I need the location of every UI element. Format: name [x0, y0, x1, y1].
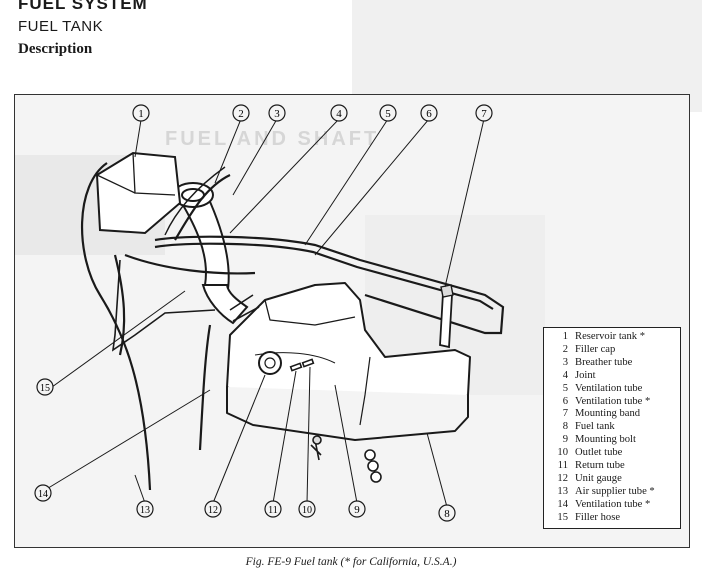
callout-12: 12: [204, 500, 222, 518]
faded-background-text: [352, 0, 702, 112]
callout-4: 4: [330, 104, 348, 122]
svg-text:15: 15: [40, 383, 50, 394]
callout-14: 14: [34, 484, 52, 502]
svg-text:6: 6: [426, 108, 432, 120]
watermark-text: FUEL AND SHAFT: [165, 128, 379, 150]
reservoir-tank: [95, 151, 182, 235]
callout-3: 3: [268, 104, 286, 122]
svg-text:12: 12: [208, 505, 218, 516]
callout-11: 11: [264, 500, 282, 518]
description-heading: Description: [18, 41, 93, 57]
svg-text:5: 5: [385, 108, 391, 120]
callout-1: 1: [132, 104, 150, 122]
leader-lines: [44, 118, 485, 508]
svg-text:3: 3: [274, 108, 280, 120]
tube-stubs: [289, 358, 315, 372]
callout-markers: 1 2 3 4 5 6 7 15 14 13 12 11: [34, 104, 493, 522]
svg-text:10: 10: [302, 505, 312, 516]
svg-text:2: 2: [238, 108, 244, 120]
svg-text:13: 13: [140, 505, 150, 516]
svg-text:1: 1: [138, 108, 144, 120]
mounting-bolt-hardware: [310, 435, 382, 483]
svg-text:8: 8: [444, 508, 450, 520]
fuel-tank-figure: FUEL AND SHAFT: [14, 94, 690, 548]
callout-6: 6: [420, 104, 438, 122]
fuel-tank-diagram: FUEL AND SHAFT: [15, 104, 545, 522]
figure-caption: Fig. FE-9 Fuel tank (* for California, U…: [245, 556, 457, 568]
callout-15: 15: [36, 378, 54, 396]
section-title: FUEL SYSTEM: [18, 0, 148, 13]
svg-text:4: 4: [336, 108, 342, 120]
mounting-band: [439, 292, 453, 349]
subsection-title: FUEL TANK: [18, 18, 104, 35]
callout-7: 7: [475, 104, 493, 122]
unit-gauge: [258, 351, 282, 375]
callout-2: 2: [232, 104, 250, 122]
callout-9: 9: [348, 500, 366, 518]
filler-hose-assembly: [172, 182, 260, 325]
ventilation-tubes: [124, 166, 505, 335]
callout-13: 13: [136, 500, 154, 518]
callout-10: 10: [298, 500, 316, 518]
callout-8: 8: [438, 504, 456, 522]
callout-5: 5: [379, 104, 397, 122]
svg-text:11: 11: [268, 505, 278, 516]
long-hoses: [80, 162, 216, 491]
svg-text:7: 7: [481, 108, 487, 120]
svg-text:9: 9: [354, 504, 360, 516]
svg-text:14: 14: [38, 489, 48, 500]
